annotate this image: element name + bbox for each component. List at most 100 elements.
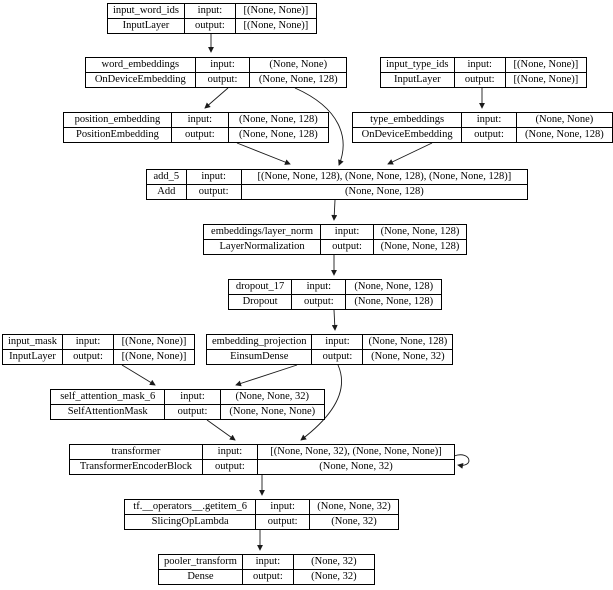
- layer-type: SelfAttentionMask: [67, 406, 148, 417]
- layer-type: OnDeviceEmbedding: [94, 74, 186, 85]
- output-shape: (None, None, 128): [240, 185, 527, 199]
- layer-name: position_embedding: [64, 113, 171, 128]
- output-label: output:: [164, 405, 219, 419]
- output-label: output:: [311, 350, 362, 364]
- layer-name: input_word_ids: [108, 4, 184, 19]
- layer-name: add_5: [147, 170, 186, 185]
- node-output-row: Dense output:(None, 32): [159, 570, 374, 584]
- output-label: output:: [183, 19, 235, 33]
- node-output-row: OnDeviceEmbedding output:(None, None, 128…: [86, 73, 346, 87]
- edge-dropout_17-to-embedding_projection: [331, 309, 338, 331]
- input-label: input:: [311, 335, 363, 350]
- layer-type: InputLayer: [9, 351, 56, 362]
- output-shape: (None, None, 128): [249, 73, 346, 87]
- input-shape: (None, None, 128): [227, 113, 328, 128]
- output-shape: (None, None, 32): [256, 460, 454, 474]
- input-label: input:: [185, 170, 241, 185]
- input-shape: [(None, None, 32), (None, None, None)]: [256, 445, 454, 460]
- input-shape: [(None, None)]: [234, 4, 316, 19]
- input-shape: (None, None, 128): [362, 335, 453, 350]
- output-shape: (None, None, 128): [372, 240, 466, 254]
- output-shape: (None, 32): [292, 570, 374, 584]
- input-label: input:: [164, 390, 220, 405]
- layer-name: word_embeddings: [86, 58, 195, 73]
- output-shape: (None, None, 32): [362, 350, 452, 364]
- layer-name: input_mask: [3, 335, 62, 350]
- output-shape: [(None, None)]: [113, 350, 194, 364]
- layer-name: transformer: [70, 445, 202, 460]
- input-label: input:: [461, 113, 516, 128]
- layer-name: tf.__operators__.getitem_6: [125, 500, 256, 515]
- layer-name: type_embeddings: [353, 113, 462, 128]
- edge-add_5-to-embeddings_layer_norm: [331, 199, 338, 221]
- layer-name: dropout_17: [229, 280, 292, 295]
- input-label: input:: [291, 280, 346, 295]
- output-label: output:: [291, 295, 345, 309]
- output-label: output:: [453, 73, 505, 87]
- layer-type: Dense: [187, 571, 214, 582]
- edge-transformer-to-transformer: [453, 454, 470, 469]
- input-shape: (None, None): [515, 113, 612, 128]
- edge-input_mask-to-self_attention_mask_6: [121, 364, 156, 386]
- input-shape: (None, None, 128): [372, 225, 466, 240]
- output-label: output:: [461, 128, 516, 142]
- output-label: output:: [185, 185, 241, 199]
- layer-type: InputLayer: [122, 20, 170, 31]
- input-shape: (None, 32): [292, 555, 374, 570]
- layer-type: InputLayer: [393, 74, 441, 85]
- input-shape: (None, None, 32): [309, 500, 398, 515]
- output-label: output:: [194, 73, 250, 87]
- edge-type_embeddings-to-add_5: [387, 142, 433, 165]
- input-label: input:: [201, 445, 257, 460]
- input-shape: (None, None): [249, 58, 346, 73]
- input-label: input:: [255, 500, 310, 515]
- output-shape: (None, None, 128): [227, 128, 328, 142]
- output-label: output:: [255, 515, 309, 529]
- input-label: input:: [183, 4, 235, 19]
- edge-self_attention_mask_6-to-transformer: [206, 419, 236, 441]
- layer-name: self_attention_mask_6: [51, 390, 165, 405]
- output-shape: (None, 32): [309, 515, 398, 529]
- output-label: output:: [241, 570, 293, 584]
- input-label: input:: [453, 58, 505, 73]
- input-shape: (None, None, 128): [345, 280, 441, 295]
- output-shape: (None, None, None): [219, 405, 324, 419]
- layer-type: TransformerEncoderBlock: [79, 461, 193, 472]
- output-label: output:: [320, 240, 373, 254]
- layer-name: embeddings/layer_norm: [204, 225, 321, 240]
- input-label: input:: [320, 225, 373, 240]
- edge-embedding_projection-to-self_attention_mask_6: [235, 364, 298, 387]
- input-shape: [(None, None, 128), (None, None, 128), (…: [240, 170, 527, 185]
- layer-type: LayerNormalization: [219, 241, 305, 252]
- input-shape: [(None, None)]: [113, 335, 194, 350]
